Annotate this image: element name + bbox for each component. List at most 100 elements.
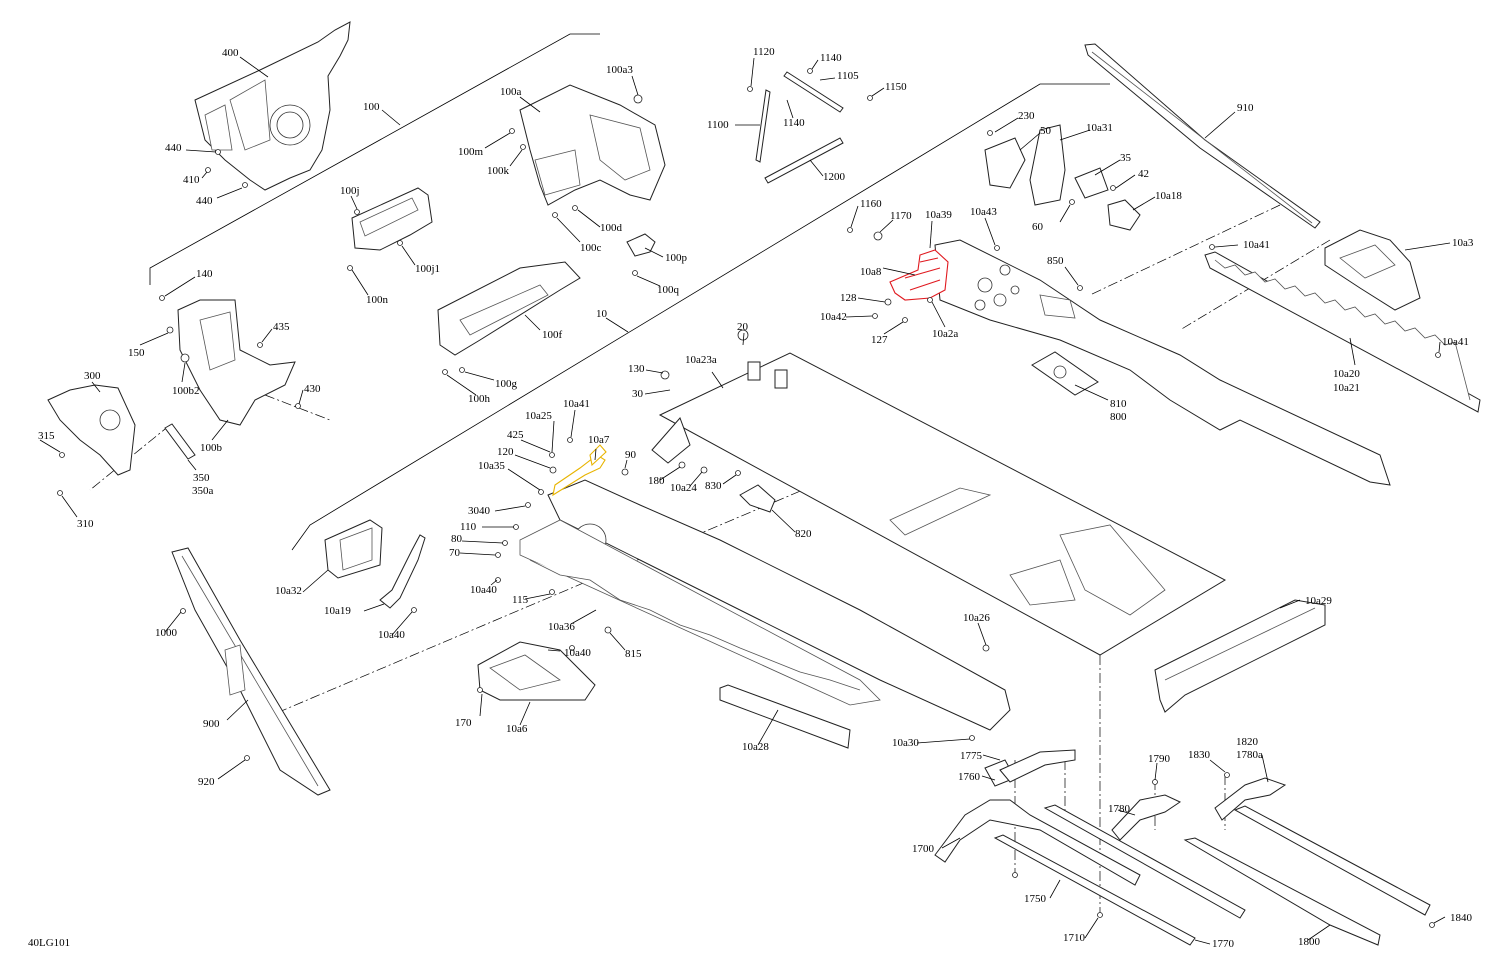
part-100j-plate xyxy=(351,187,433,251)
callout-label: 830 xyxy=(705,480,722,492)
part-10a6-bracket xyxy=(477,641,596,701)
callout-label: 1700 xyxy=(912,843,935,855)
callout-label: 230 xyxy=(1018,110,1035,122)
callout-label: 80 xyxy=(451,533,463,545)
part-10a20-serrated-rail xyxy=(1204,251,1481,413)
fasteners xyxy=(57,68,1441,928)
callout-label: 100f xyxy=(542,329,563,341)
callout-label: 440 xyxy=(196,195,213,207)
callout-label: 440 xyxy=(165,142,182,154)
callout-label: 1200 xyxy=(823,171,846,183)
callout-label: 10a42 xyxy=(820,311,847,323)
callout-label: 1710 xyxy=(1063,932,1086,944)
callout-label: 110 xyxy=(460,521,477,533)
callout-label: 10a21 xyxy=(1333,382,1360,394)
callout-label: 10a19 xyxy=(324,605,351,617)
callout-label: 850 xyxy=(1047,255,1064,267)
callout-label: 10a40 xyxy=(564,647,591,659)
callout-label: 10a41 xyxy=(1442,336,1469,348)
part-910-upper-rail xyxy=(1084,43,1321,229)
callout-label: 10a7 xyxy=(588,434,610,446)
callout-label: 1140 xyxy=(820,52,842,64)
callout-label: 1830 xyxy=(1188,749,1211,761)
callout-label: 100m xyxy=(458,146,484,158)
callout-label: 1140 xyxy=(783,117,805,129)
callout-label: 100b xyxy=(200,442,223,454)
part-1700-running-board xyxy=(934,799,1141,886)
callout-label: 1150 xyxy=(885,81,907,93)
callout-labels: 400 100 440 410 440 100a3 100a 100m 100k… xyxy=(38,46,1474,950)
callout-label: 1120 xyxy=(753,46,775,58)
callout-label: 10a23a xyxy=(685,354,717,366)
callout-label: 1780a xyxy=(1236,749,1263,761)
callout-label: 910 xyxy=(1237,102,1254,114)
callout-label: 128 xyxy=(840,292,857,304)
callout-label: 1160 xyxy=(860,198,882,210)
callout-label: 820 xyxy=(795,528,812,540)
part-10a23a-tunnel-plate xyxy=(651,329,1227,656)
callout-label: 140 xyxy=(196,268,213,280)
callout-label: 435 xyxy=(273,321,290,333)
callout-label: 70 xyxy=(449,547,461,559)
part-1780-rail xyxy=(1043,794,1246,919)
callout-label: 920 xyxy=(198,776,215,788)
callout-label: 410 xyxy=(183,174,200,186)
callout-label: 10a30 xyxy=(892,737,919,749)
callout-label: 350 xyxy=(193,472,210,484)
part-left-tunnel-rail xyxy=(519,479,1011,731)
callout-label: 1780 xyxy=(1108,803,1131,815)
callout-label: 100k xyxy=(487,165,510,177)
callout-label: 3040 xyxy=(468,505,491,517)
callout-label: 10a26 xyxy=(963,612,990,624)
callout-label: 60 xyxy=(1032,221,1044,233)
callout-label: 10a20 xyxy=(1333,368,1360,380)
part-810-plate xyxy=(1031,351,1099,396)
callout-label: 115 xyxy=(512,594,529,606)
callout-label: 10a18 xyxy=(1155,190,1182,202)
highlighted-part-10a8 xyxy=(889,249,949,301)
callout-label: 1750 xyxy=(1024,893,1047,905)
callout-label: 100n xyxy=(366,294,389,306)
callout-label: 130 xyxy=(628,363,645,375)
callout-label: 1760 xyxy=(958,771,981,783)
callout-label: 1000 xyxy=(155,627,178,639)
part-400-front-upper-frame xyxy=(194,21,351,191)
callout-label: 425 xyxy=(507,429,524,441)
callout-label: 10a28 xyxy=(742,741,769,753)
part-900-slide-rail xyxy=(171,547,331,796)
callout-label: 100q xyxy=(657,284,680,296)
callout-label: 100 xyxy=(363,101,380,113)
callout-label: 100a xyxy=(500,86,522,98)
callout-label: 10a24 xyxy=(670,482,697,494)
callout-label: 120 xyxy=(497,446,514,458)
callout-label: 1105 xyxy=(837,70,859,82)
leader-lines xyxy=(39,56,1451,945)
diagram-id: 40LG101 xyxy=(28,937,70,949)
part-300-side-plate xyxy=(47,384,136,476)
part-1760-clip xyxy=(984,749,1076,787)
callout-label: 1800 xyxy=(1298,936,1321,948)
callout-label: 1790 xyxy=(1148,753,1171,765)
part-100a-frame-assembly xyxy=(519,84,666,206)
callout-label: 300 xyxy=(84,370,101,382)
part-1750-rail xyxy=(993,834,1196,946)
callout-label: 127 xyxy=(871,334,888,346)
part-right-main-rail xyxy=(934,239,1391,486)
callout-label: 100d xyxy=(600,222,623,234)
part-10a19-arm xyxy=(379,534,426,609)
part-10a32-bracket xyxy=(324,519,383,579)
callout-label: 100j xyxy=(340,185,360,197)
callout-label: 10a31 xyxy=(1086,122,1113,134)
callout-label: 350a xyxy=(192,485,214,497)
callout-label: 1770 xyxy=(1212,938,1235,950)
part-upper-brackets xyxy=(984,124,1141,231)
part-350-tube xyxy=(164,423,196,460)
callout-label: 20 xyxy=(737,321,749,333)
part-100f-lower-frame xyxy=(437,261,581,356)
callout-label: 100j1 xyxy=(415,263,440,275)
callout-label: 180 xyxy=(648,475,665,487)
callout-label: 1100 xyxy=(707,119,729,131)
callout-label: 1840 xyxy=(1450,912,1473,924)
callout-label: 10a43 xyxy=(970,206,997,218)
callout-label: 42 xyxy=(1138,168,1149,180)
